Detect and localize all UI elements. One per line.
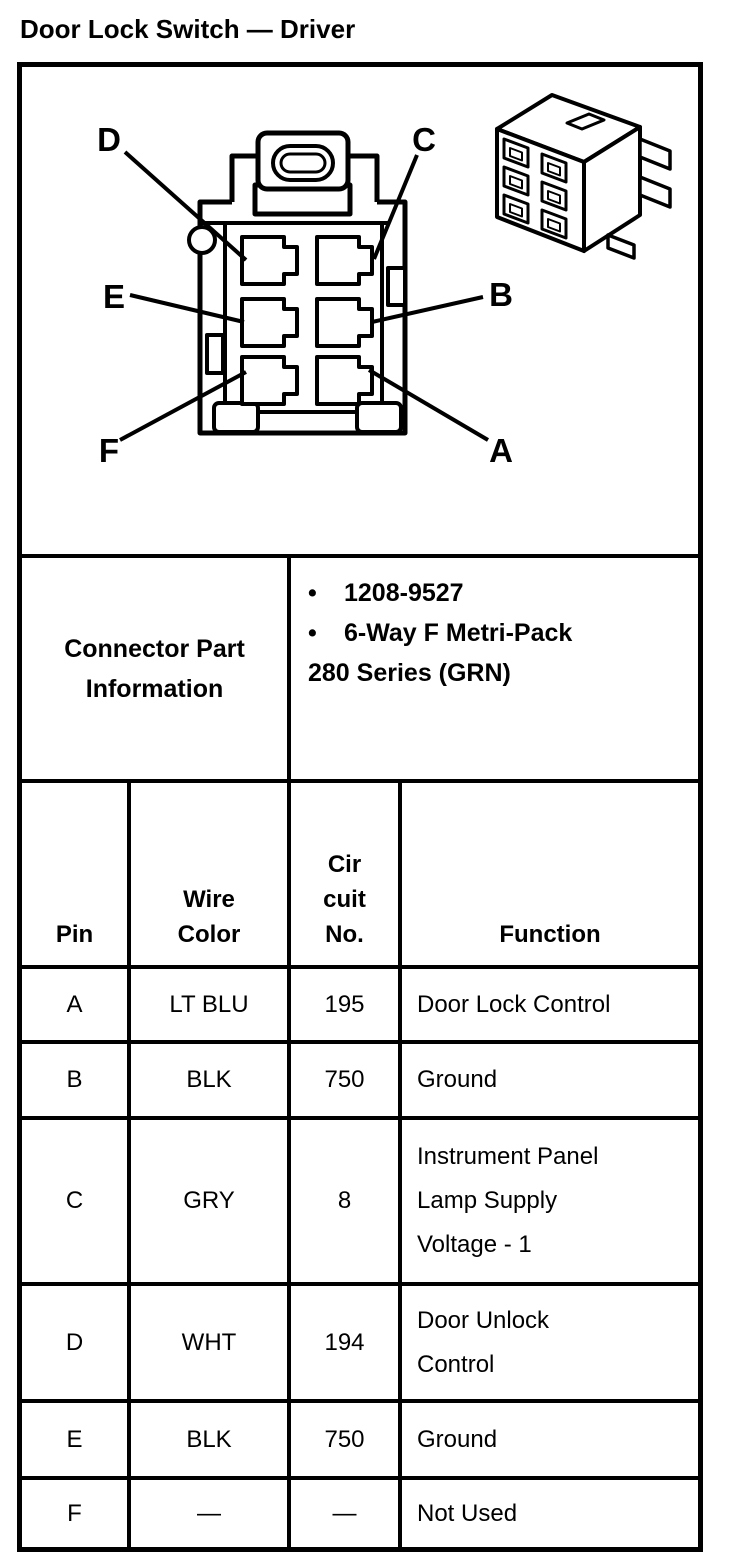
cell-wire-color: BLK [131, 1403, 287, 1476]
cell-function: Door Lock Control [402, 969, 698, 1040]
connector-series: 280 Series (GRN) [308, 659, 511, 687]
pin-cavity-d [240, 235, 299, 286]
part-info-section: Connector Part Information • 1208-9527 •… [22, 554, 698, 779]
part-info-details-cell: • 1208-9527 • 6-Way F Metri-Pack 280 Ser… [291, 558, 698, 779]
cell-wire-color: LT BLU [131, 969, 287, 1040]
cell-pin: C [22, 1120, 127, 1282]
cell-wire-color: WHT [131, 1286, 287, 1399]
leader-line-e [129, 293, 245, 324]
pin-cavity-e [240, 297, 299, 348]
cell-circuit-no: — [291, 1480, 398, 1547]
left-notch [187, 225, 217, 255]
cell-circuit-no: 194 [291, 1286, 398, 1399]
leader-lines [119, 150, 490, 442]
part-info-item: • 6-Way F Metri-Pack [308, 613, 690, 653]
pin-cavity-b [315, 297, 374, 348]
cell-wire-color: BLK [131, 1044, 287, 1116]
right-lock-slot [386, 266, 407, 307]
cell-function: Ground [402, 1403, 698, 1476]
part-info-item: 280 Series (GRN) [308, 653, 690, 693]
3d-right-face [582, 125, 642, 253]
cell-pin: A [22, 969, 127, 1040]
leader-line-a [367, 368, 490, 442]
part-number: 1208-9527 [344, 579, 464, 607]
header-cell-circuit-no: Cir cuit No. [291, 783, 398, 965]
3d-rail-lower [638, 175, 672, 209]
cell-function: Door Unlock Control [402, 1286, 698, 1399]
pin-table: Pin Wire Color Cir cuit No. Function A L… [22, 779, 698, 1547]
latch-slot-outer [271, 144, 335, 182]
part-info-item: • 1208-9527 [308, 573, 690, 613]
cell-wire-color: — [131, 1480, 287, 1547]
header-cell-pin: Pin [22, 783, 127, 965]
pin-cavity-a [315, 355, 374, 406]
pin-label-d: D [97, 121, 121, 158]
cell-function: Ground [402, 1044, 698, 1116]
cell-function: Not Used [402, 1480, 698, 1547]
right-foot [355, 401, 403, 434]
3d-foot [606, 233, 636, 260]
connector-front-view [187, 130, 408, 436]
part-info-title: Connector Part Information [64, 634, 245, 703]
cell-pin: D [22, 1286, 127, 1399]
header-cell-wire-color: Wire Color [131, 783, 287, 965]
part-info-header-cell: Connector Part Information [22, 558, 287, 779]
leader-line-d [123, 150, 248, 262]
connector-3d-view [495, 93, 672, 260]
connector-type: 6-Way F Metri-Pack [344, 619, 573, 647]
cell-pin: E [22, 1403, 127, 1476]
page-title: Door Lock Switch — Driver [20, 14, 356, 44]
leader-line-f [119, 370, 247, 442]
bullet-icon: • [308, 619, 317, 647]
header-cell-function: Function [402, 783, 698, 965]
cell-wire-color: GRY [131, 1120, 287, 1282]
cell-pin: B [22, 1044, 127, 1116]
pin-label-a: A [489, 432, 513, 469]
bullet-icon: • [308, 579, 317, 607]
pin-cavity-c [315, 235, 374, 286]
cell-circuit-no: 750 [291, 1403, 398, 1476]
cell-circuit-no: 195 [291, 969, 398, 1040]
pin-label-b: B [489, 276, 513, 313]
pin-cavity-f [240, 355, 299, 406]
connector-info-panel: D C E B F A [17, 62, 703, 1552]
left-lock-slot [205, 333, 225, 375]
leader-line-b [371, 295, 484, 324]
3d-top-slot [565, 112, 606, 131]
connector-body-outline [197, 199, 408, 436]
3d-rail-upper [638, 137, 672, 171]
left-foot [212, 401, 260, 434]
latch-slot-inner [279, 152, 327, 174]
cell-circuit-no: 750 [291, 1044, 398, 1116]
pin-label-e: E [103, 278, 125, 315]
cell-circuit-no: 8 [291, 1120, 398, 1282]
pin-label-f: F [99, 432, 119, 469]
leader-line-c [372, 154, 419, 260]
connector-diagram: D C E B F A [22, 67, 698, 554]
cell-pin: F [22, 1480, 127, 1547]
pin-label-c: C [412, 121, 436, 158]
cell-function: Instrument Panel Lamp Supply Voltage - 1 [402, 1120, 698, 1282]
